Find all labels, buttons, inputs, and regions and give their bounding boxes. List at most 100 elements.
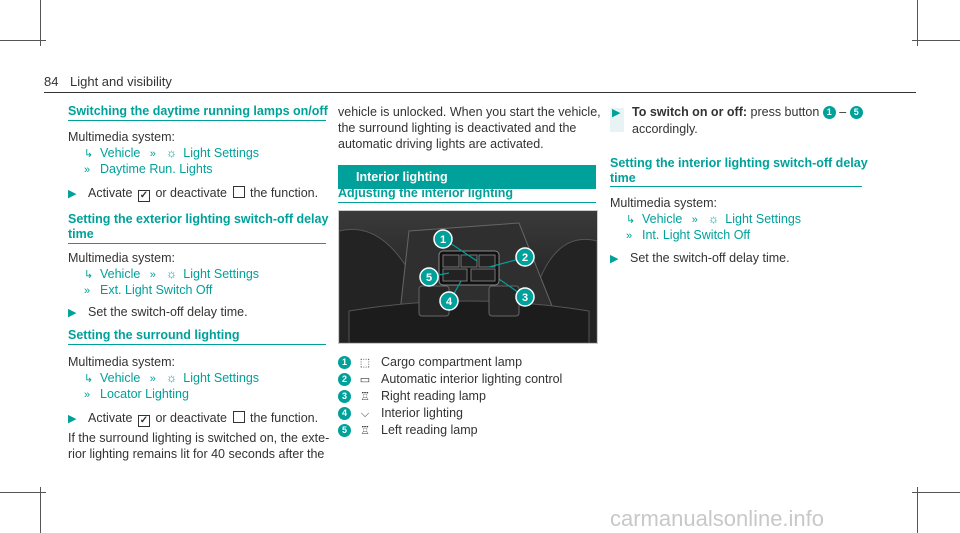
crop-mark xyxy=(0,492,46,493)
menu-path-daytime: Daytime Run. Lights xyxy=(100,162,213,176)
checked-box-icon: ✓ xyxy=(137,415,150,427)
instruction-step: ▶Set the switch-off delay time. xyxy=(610,251,790,265)
page-header-title: Light and visibility xyxy=(70,74,172,89)
return-arrow-icon: ↳ xyxy=(84,373,94,385)
chevron-right-icon: » xyxy=(84,285,91,297)
menu-path-line: » Daytime Run. Lights xyxy=(84,161,213,178)
crop-mark xyxy=(40,487,41,533)
footer-watermark: carmanualsonline.info xyxy=(610,506,825,531)
surround-paragraph-cont: vehicle is unlocked. When you start the … xyxy=(338,105,601,151)
crop-mark xyxy=(917,487,918,533)
checked-box-icon: ✓ xyxy=(137,190,150,202)
headlamp-icon: ☼ xyxy=(707,212,720,226)
callout-label-4: 4 xyxy=(446,296,453,308)
headlamp-icon: ☼ xyxy=(165,146,178,160)
step-arrow-icon: ▶ xyxy=(68,188,77,200)
chevron-right-icon: » xyxy=(149,373,156,385)
step-arrow-icon: ▶ xyxy=(68,307,77,319)
menu-path-line: »Locator Lighting xyxy=(84,387,189,401)
section-title-adjust-interior: Adjusting the interior lighting xyxy=(338,186,513,200)
instruction-step: ▶Activate ✓ or deactivate the function. xyxy=(68,411,319,427)
callout-5 xyxy=(419,267,439,287)
system-label: Multimedia system: xyxy=(68,130,175,144)
headlamp-icon: ☼ xyxy=(165,267,178,281)
legend-item: 1⬚Cargo compartment lamp xyxy=(338,354,522,371)
system-label: Multimedia system: xyxy=(610,196,717,210)
section-rule xyxy=(68,344,326,345)
return-arrow-icon: ↳ xyxy=(84,148,94,160)
menu-path-line: ↳Vehicle »☼ Light Settings xyxy=(626,212,802,226)
menu-path-vehicle: Vehicle xyxy=(100,146,141,160)
menu-path-light-settings: Light Settings xyxy=(183,146,260,160)
callout-label-1: 1 xyxy=(440,234,446,246)
section-title-surround: Setting the surround lighting xyxy=(68,328,240,342)
crop-mark xyxy=(917,0,918,46)
reading-lamp-icon: ♖ xyxy=(360,425,370,437)
chevron-right-icon: » xyxy=(149,269,156,281)
system-label: Multimedia system: xyxy=(68,251,175,265)
legend-badge: 2 xyxy=(338,373,351,386)
instruction-step: ▶Set the switch-off delay time. xyxy=(68,305,248,319)
legend-badge: 3 xyxy=(338,390,351,403)
chevron-right-icon: » xyxy=(626,230,633,242)
overhead-control-panel-photo: 1 2 3 4 5 xyxy=(338,210,598,344)
step-highlight-bar xyxy=(610,108,624,132)
chevron-right-icon: » xyxy=(84,389,91,401)
page-number: 84 xyxy=(44,74,59,89)
step-arrow-icon: ▶ xyxy=(612,107,621,119)
step-arrow-icon: ▶ xyxy=(610,253,619,265)
step-arrow-icon: ▶ xyxy=(68,413,77,425)
callout-label-5: 5 xyxy=(426,272,432,284)
chapter-banner-interior-lighting: Interior lighting xyxy=(338,165,596,189)
cargo-lamp-icon: ⬚ xyxy=(359,357,371,369)
chevron-right-icon: » xyxy=(691,214,698,226)
instruction-step: ▶Activate ✓ or deactivate the function. xyxy=(68,186,319,202)
callout-3 xyxy=(515,287,535,307)
legend-item: 5♖Left reading lamp xyxy=(338,422,478,439)
menu-path-line: ↳Vehicle »☼ Light Settings xyxy=(84,371,260,385)
header-rule xyxy=(44,92,916,93)
callout-4 xyxy=(439,291,459,311)
interior-light-icon: ⌵ xyxy=(360,408,370,420)
legend-item: 2▭Automatic interior lighting control xyxy=(338,371,562,388)
button-badge: 5 xyxy=(849,106,863,119)
instruction-step: ▶To switch on or off: press button 1 – 5… xyxy=(612,104,863,137)
chevron-right-icon: » xyxy=(84,164,91,176)
unchecked-box-icon xyxy=(232,186,245,198)
crop-mark xyxy=(40,0,41,46)
surround-paragraph: If the surround lighting is switched on,… xyxy=(68,431,330,461)
legend-badge: 1 xyxy=(338,356,351,369)
return-arrow-icon: ↳ xyxy=(84,269,94,281)
legend-badge: 5 xyxy=(338,424,351,437)
button-badge: 1 xyxy=(822,106,836,119)
menu-path-line: ↳Vehicle »☼ Light Settings xyxy=(84,267,260,281)
section-title-exterior-delay: Setting the exterior lighting switch-off… xyxy=(68,212,329,241)
section-rule xyxy=(610,186,862,187)
callout-label-3: 3 xyxy=(522,292,528,304)
reading-lamp-icon: ♖ xyxy=(360,391,370,403)
crop-mark xyxy=(0,40,46,41)
unchecked-box-icon xyxy=(232,411,245,423)
menu-path-line: »Int. Light Switch Off xyxy=(626,228,751,242)
crop-mark xyxy=(912,40,960,41)
section-rule xyxy=(338,202,596,203)
section-rule xyxy=(68,120,326,121)
callout-1 xyxy=(433,229,453,249)
return-arrow-icon: ↳ xyxy=(626,214,636,226)
system-label: Multimedia system: xyxy=(68,355,175,369)
section-title-interior-delay: Setting the interior lighting switch-off… xyxy=(610,156,868,185)
callout-2 xyxy=(515,247,535,267)
crop-mark xyxy=(0,40,1,41)
chevron-right-icon: » xyxy=(149,148,156,160)
section-rule xyxy=(68,243,326,244)
legend-item: 4⌵Interior lighting xyxy=(338,405,463,422)
callout-label-2: 2 xyxy=(522,252,528,264)
legend-item: 3♖Right reading lamp xyxy=(338,388,486,405)
headlamp-icon: ☼ xyxy=(165,371,178,385)
legend-badge: 4 xyxy=(338,407,351,420)
auto-light-icon: ▭ xyxy=(359,374,371,386)
section-title-daytime-lamps: Switching the daytime running lamps on/o… xyxy=(68,104,328,118)
crop-mark xyxy=(912,492,960,493)
menu-path-line: »Ext. Light Switch Off xyxy=(84,283,213,297)
overhead-panel-illustration: 1 2 3 4 5 xyxy=(339,211,597,343)
